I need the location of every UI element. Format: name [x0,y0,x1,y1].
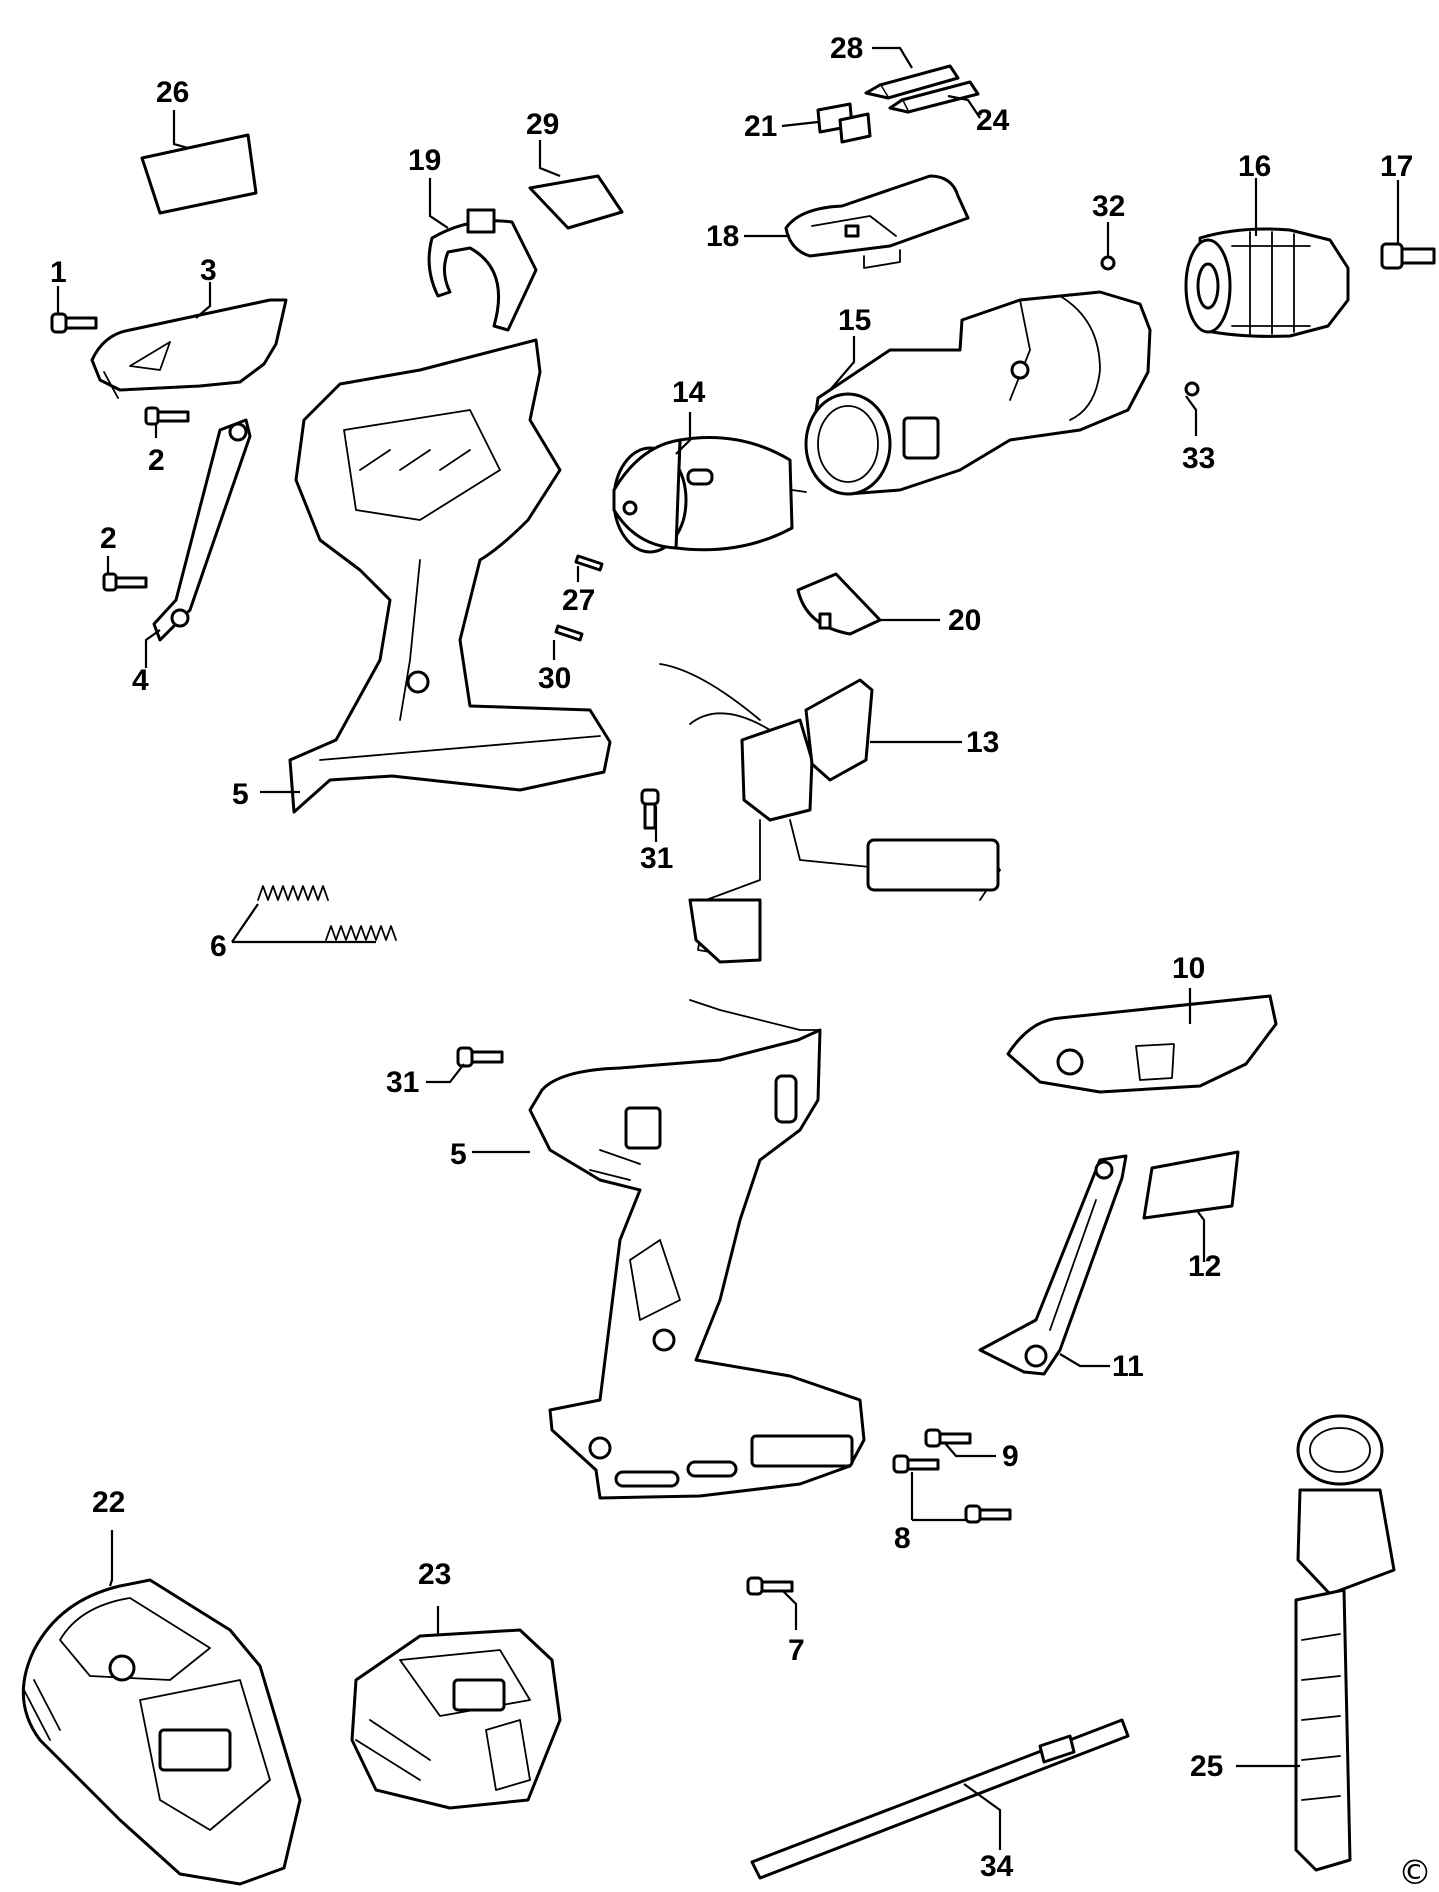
callout-12: 12 [1188,1250,1221,1283]
callout-21: 21 [744,110,777,143]
part-8-screw-lower [964,1504,1012,1524]
callout-27: 27 [562,584,595,617]
callout-30: 30 [538,662,571,695]
part-6-spring-lower [325,925,397,941]
callout-7: 7 [788,1634,805,1667]
callout-20: 20 [948,604,981,637]
part-10-top-cover [1006,994,1278,1094]
callout-3: 3 [200,254,217,287]
callout-6: 6 [210,930,227,963]
part-25-side-handle [1294,1414,1396,1872]
part-33-washer [1184,381,1200,397]
part-5-housing-right [528,999,866,1500]
part-28-bit [864,64,960,100]
callout-26: 26 [156,76,189,109]
callout-22: 22 [92,1486,125,1519]
callout-labels: 26 29 19 28 24 21 18 32 16 17 33 15 14 2… [50,32,1432,1892]
part-34-strap [750,1718,1130,1880]
part-27-pin [574,554,604,572]
callout-4: 4 [132,664,149,697]
part-20-part [796,572,882,636]
part-30-pin [554,624,584,642]
part-9-screw [924,1428,972,1448]
part-26-label [140,133,258,215]
callout-28: 28 [830,32,863,65]
part-8-screw-upper [892,1454,940,1474]
part-11-side-strip [978,1154,1128,1376]
part-2-screw-lower [102,572,148,592]
callout-14: 14 [672,376,706,409]
callout-24: 24 [976,104,1010,137]
callout-5-lower: 5 [450,1138,467,1171]
callout-2-lower: 2 [100,522,117,555]
part-5-housing-left [288,338,612,814]
part-17-screw [1380,242,1436,270]
part-6-spring-upper [257,885,329,901]
part-3-top-cover [90,298,288,399]
part-15-gearbox [804,290,1152,496]
callout-11: 11 [1112,1350,1144,1383]
part-22-charger [21,1578,302,1886]
part-7-screw [746,1576,794,1596]
callout-15: 15 [838,304,871,337]
leader-lines [56,46,1400,1850]
part-32-nut [1100,255,1116,271]
part-19-collar [427,208,538,332]
part-4-side-strip [152,418,252,642]
callout-33: 33 [1182,442,1215,475]
part-1-screw [50,312,98,334]
part-2-screw-upper [144,406,190,426]
callout-1: 1 [50,256,67,289]
part-12-label [1142,1150,1240,1220]
callout-29: 29 [526,108,559,141]
part-24-bit [888,80,980,114]
callout-19: 19 [408,144,441,177]
part-31-screw-lower [456,1046,504,1068]
callout-17: 17 [1380,150,1413,183]
callout-9: 9 [1002,1440,1019,1473]
part-29-label [528,174,624,230]
callout-13: 13 [966,726,999,759]
callout-5-upper: 5 [232,778,249,811]
callout-23: 23 [418,1558,451,1591]
callout-10: 10 [1172,952,1205,985]
part-23-battery [350,1628,562,1810]
part-14-motor [612,436,807,554]
part-21-bit-holder [816,102,872,144]
callout-34: 34 [980,1850,1014,1883]
callout-31-upper: 31 [640,842,673,875]
part-16-chuck [1184,227,1350,338]
part-13-switch [659,663,1001,964]
callout-32: 32 [1092,190,1125,223]
part-18-bit-storage [784,174,970,269]
callout-8: 8 [894,1522,911,1555]
callout-2-upper: 2 [148,444,165,477]
callout-25: 25 [1190,1750,1223,1783]
callout-16: 16 [1238,150,1271,183]
callout-31-lower: 31 [386,1066,419,1099]
callout-18: 18 [706,220,739,253]
copyright-mark: © [1398,1853,1432,1892]
